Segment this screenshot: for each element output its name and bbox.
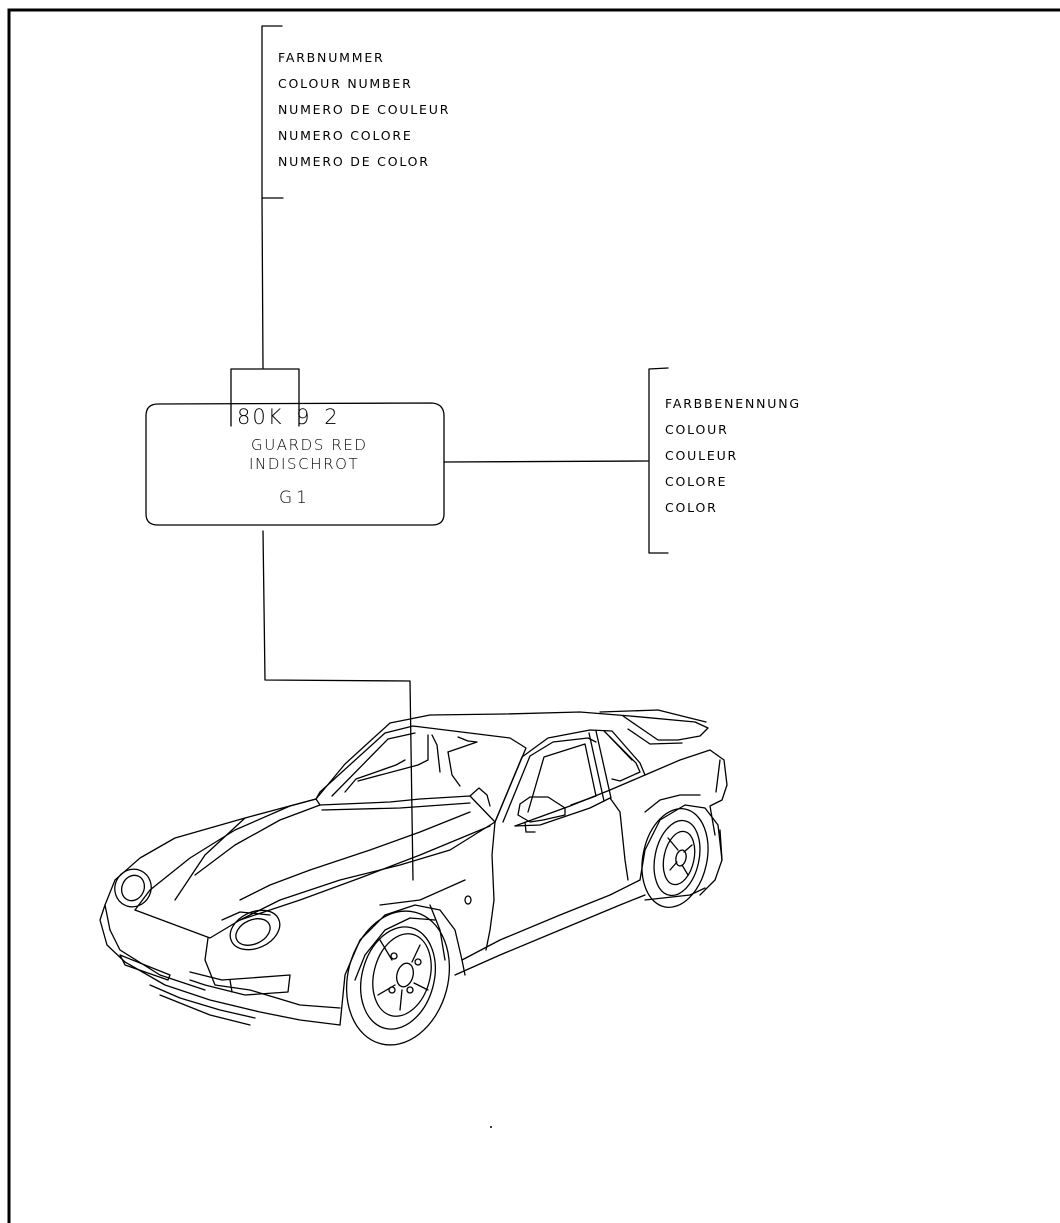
- car-leader: [262, 530, 414, 881]
- colour-name-legend: FARBBENENNUNG COLOUR COULEUR COLORE COLO…: [665, 391, 801, 521]
- legend-item-en: COLOUR: [665, 422, 729, 437]
- colour-name-leader: [443, 460, 649, 463]
- legend-item-es: COLOR: [665, 500, 718, 515]
- legend-item-it: COLORE: [665, 474, 728, 489]
- colour-number-leader: [261, 197, 264, 369]
- stray-mark: [490, 1126, 492, 1128]
- page-border: [7, 8, 1060, 1223]
- color-name-english: GUARDS RED: [251, 436, 368, 454]
- color-code: 80K 9 2: [237, 405, 340, 429]
- legend-item-en: COLOUR NUMBER: [278, 76, 413, 91]
- legend-item-fr: COULEUR: [665, 448, 739, 463]
- legend-item-de: FARBNUMMER: [278, 50, 385, 65]
- color-name-german: INDISCHROT: [249, 455, 360, 473]
- legend-item-it: NUMERO COLORE: [278, 128, 413, 143]
- legend-item-fr: NUMERO DE COULEUR: [278, 102, 451, 117]
- paint-label-box: [145, 402, 445, 526]
- colour-name-bracket: [648, 367, 669, 554]
- code-marker-bracket: [230, 368, 300, 427]
- legend-item-de: FARBBENENNUNG: [665, 396, 801, 411]
- colour-number-bracket: [261, 25, 284, 199]
- car-illustration: [99, 709, 728, 1046]
- paint-code: G1: [279, 488, 311, 508]
- legend-item-es: NUMERO DE COLOR: [278, 154, 430, 169]
- colour-number-legend: FARBNUMMER COLOUR NUMBER NUMERO DE COULE…: [278, 45, 450, 175]
